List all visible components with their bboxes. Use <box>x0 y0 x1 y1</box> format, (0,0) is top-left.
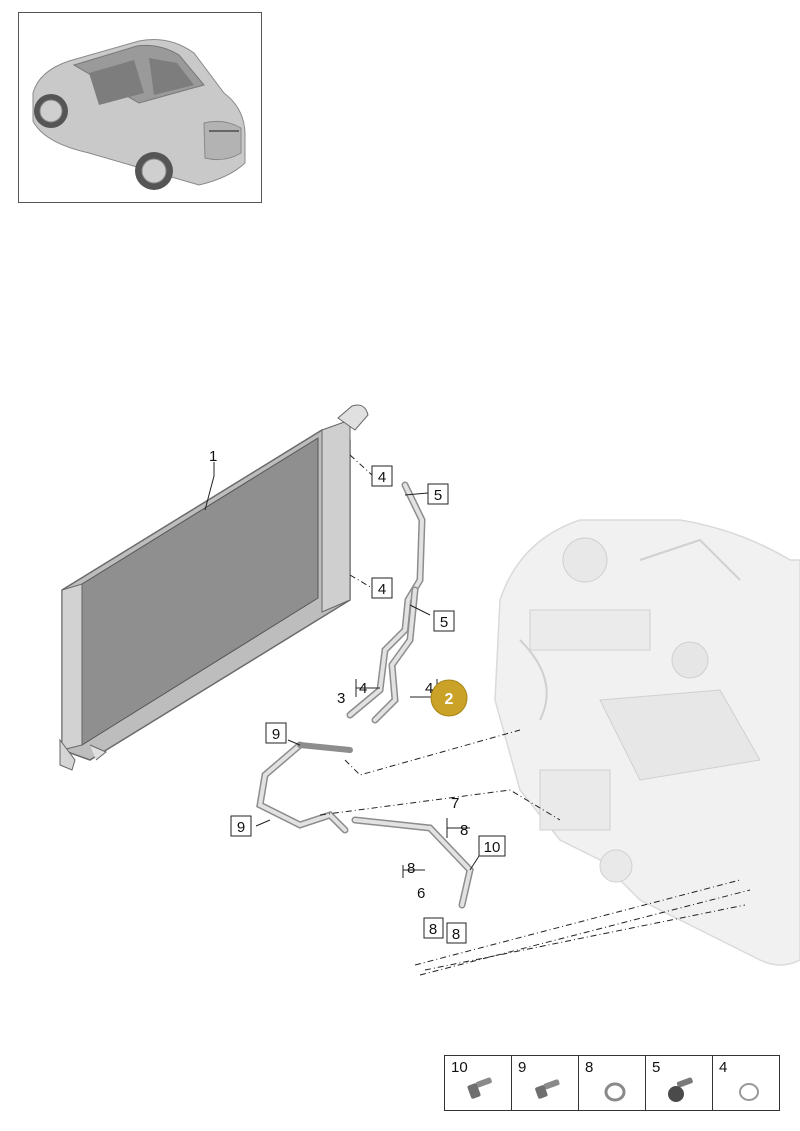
svg-text:4: 4 <box>378 581 386 598</box>
callout-10-box: 10 <box>478 835 506 857</box>
callout-8-b: 8 <box>407 860 415 877</box>
svg-text:10: 10 <box>484 839 501 856</box>
svg-text:4: 4 <box>378 469 386 486</box>
legend-number: 5 <box>652 1059 661 1076</box>
legend-number: 10 <box>451 1059 468 1076</box>
vehicle-thumbnail-icon <box>32 39 246 190</box>
svg-text:5: 5 <box>434 487 442 504</box>
callout-9-b-box: 9 <box>230 815 252 837</box>
callout-2-highlight: 2 <box>445 691 454 708</box>
callout-7: 7 <box>451 795 459 812</box>
callout-5-a-box: 5 <box>427 483 449 505</box>
bolt-flange-icon <box>467 1077 492 1099</box>
callout-6: 6 <box>417 885 425 902</box>
callout-8-c-box: 8 <box>423 917 444 939</box>
vehicle-thumbnail-frame <box>18 12 262 203</box>
legend-cell-10: 10 <box>445 1056 512 1110</box>
oil-cooler-lines <box>256 481 474 909</box>
o-ring-icon <box>739 1083 759 1101</box>
legend-cell-8: 8 <box>579 1056 646 1110</box>
callout-8-d-box: 8 <box>446 922 467 944</box>
svg-text:9: 9 <box>237 819 245 836</box>
callout-4-a-box: 4 <box>371 465 393 487</box>
callout-4-d: 4 <box>425 680 433 697</box>
callout-1: 1 <box>209 448 217 465</box>
legend-cell-9: 9 <box>512 1056 579 1110</box>
svg-text:8: 8 <box>452 926 460 943</box>
callout-8-a: 8 <box>460 822 468 839</box>
callout-4-b-box: 4 <box>371 577 393 599</box>
bolt-icon <box>535 1079 560 1099</box>
legend-number: 9 <box>518 1059 527 1076</box>
svg-text:8: 8 <box>429 921 437 938</box>
callout-9-a-box: 9 <box>265 722 287 744</box>
legend-number: 4 <box>719 1059 728 1076</box>
callout-5-b-box: 5 <box>433 610 455 632</box>
svg-text:9: 9 <box>272 726 280 743</box>
svg-text:5: 5 <box>440 614 448 631</box>
legend-cell-5: 5 <box>646 1056 713 1110</box>
hardware-legend: 10 9 8 5 4 <box>444 1055 780 1111</box>
leader-lines <box>319 454 751 976</box>
seal-ring-icon <box>604 1082 626 1102</box>
callout-3: 3 <box>337 690 345 707</box>
radiator-illustration <box>59 404 369 771</box>
callout-4-c: 4 <box>359 680 367 697</box>
legend-number: 8 <box>585 1059 594 1076</box>
highlight-marker[interactable] <box>430 679 468 717</box>
legend-cell-4: 4 <box>713 1056 779 1110</box>
flange-bolt-dark-icon <box>668 1077 693 1102</box>
engine-block-illustration <box>494 519 800 966</box>
